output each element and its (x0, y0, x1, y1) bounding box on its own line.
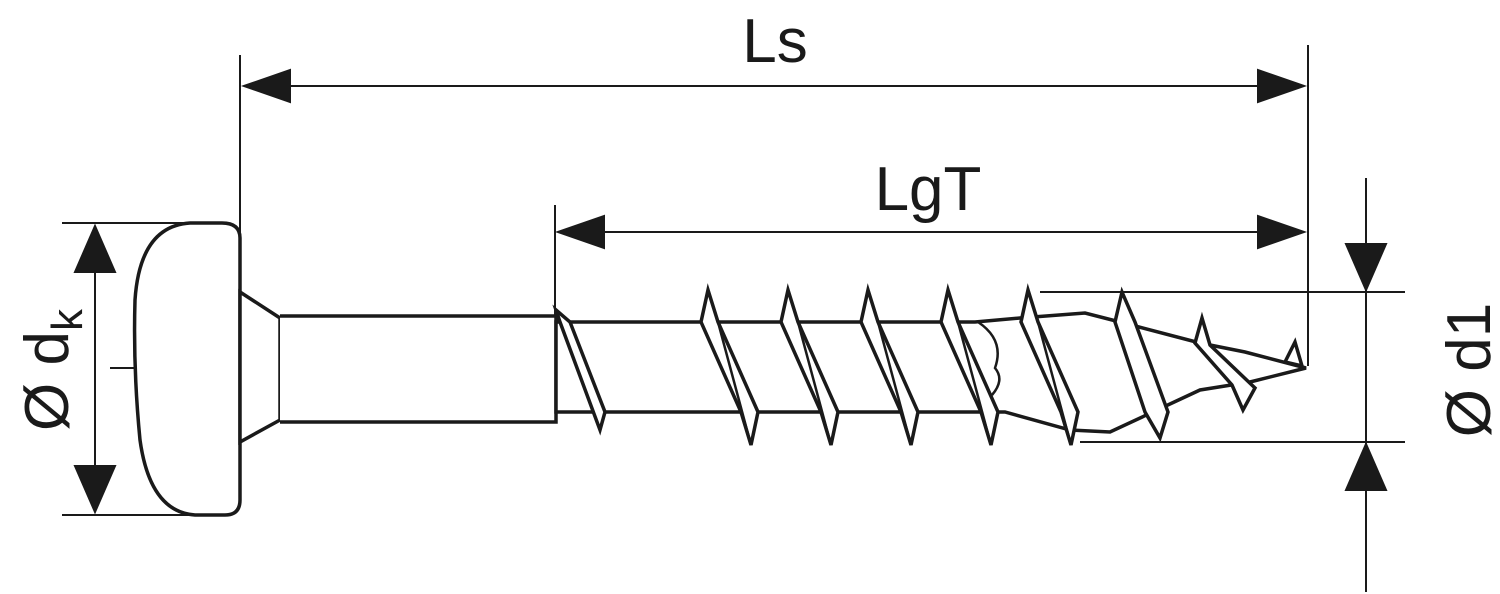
arrow-icon (554, 214, 605, 250)
ls-label: Ls (742, 7, 807, 76)
screw-shank (280, 314, 558, 424)
arrow-icon (1344, 441, 1388, 491)
thread-flight-edge (796, 321, 833, 446)
arrow-icon (240, 68, 291, 104)
thread-core (554, 311, 1307, 434)
dk-label-main: Ø d (13, 331, 82, 431)
thread-flight-edge (956, 321, 993, 446)
screw-head (132, 221, 242, 517)
tip-thread (1282, 337, 1305, 369)
d1-label: Ø d1 (1435, 303, 1500, 437)
arrow-icon (73, 465, 117, 515)
arrow-icon (1257, 68, 1308, 104)
arrow-icon (1344, 243, 1388, 293)
arrow-icon (73, 223, 117, 273)
thread-flight-edge (1036, 321, 1073, 446)
thread-runout-arc (977, 320, 1001, 396)
thread-flight (552, 304, 607, 436)
dk-label-subscript: k (43, 308, 92, 331)
tip-thread (1193, 311, 1258, 414)
lgt-label: LgT (875, 155, 982, 224)
thread-flight-edge (716, 321, 753, 446)
tip-thread (1113, 286, 1170, 443)
thread-flight-edge (876, 321, 913, 446)
arrow-icon (1257, 214, 1308, 250)
screw-neck (238, 288, 282, 445)
dk-label: Ø dk (13, 308, 92, 431)
